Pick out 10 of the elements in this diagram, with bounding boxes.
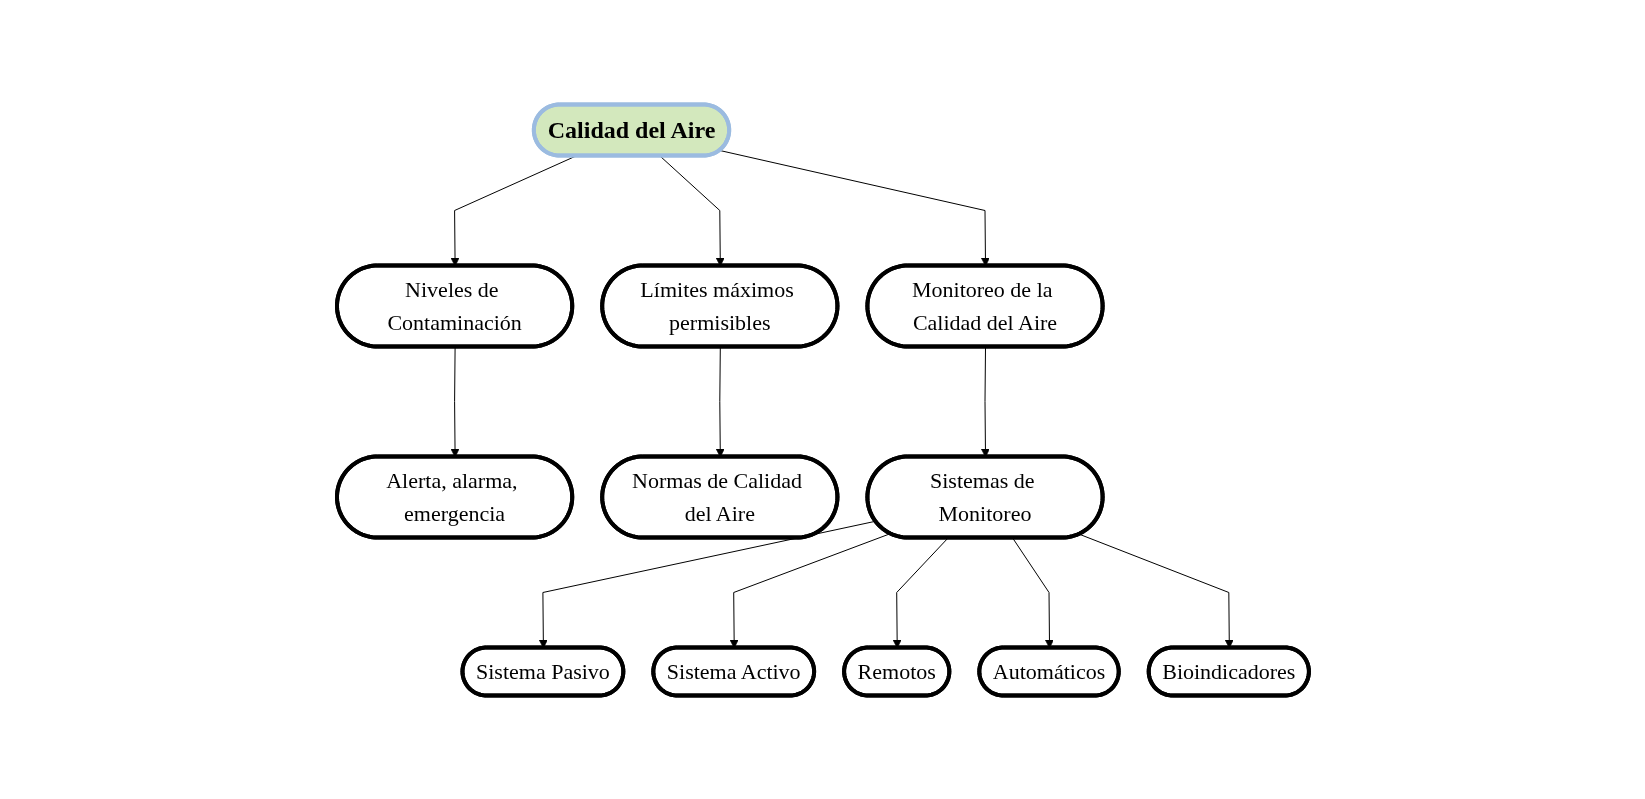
arrow xyxy=(729,532,891,648)
arrow xyxy=(538,520,876,648)
arrow xyxy=(892,537,949,648)
arrow xyxy=(980,346,990,457)
arrow xyxy=(719,149,990,266)
arrow xyxy=(659,155,725,266)
arrow xyxy=(1078,533,1234,648)
arrow xyxy=(450,346,459,457)
arrow xyxy=(715,346,725,457)
arrow xyxy=(1011,537,1054,648)
